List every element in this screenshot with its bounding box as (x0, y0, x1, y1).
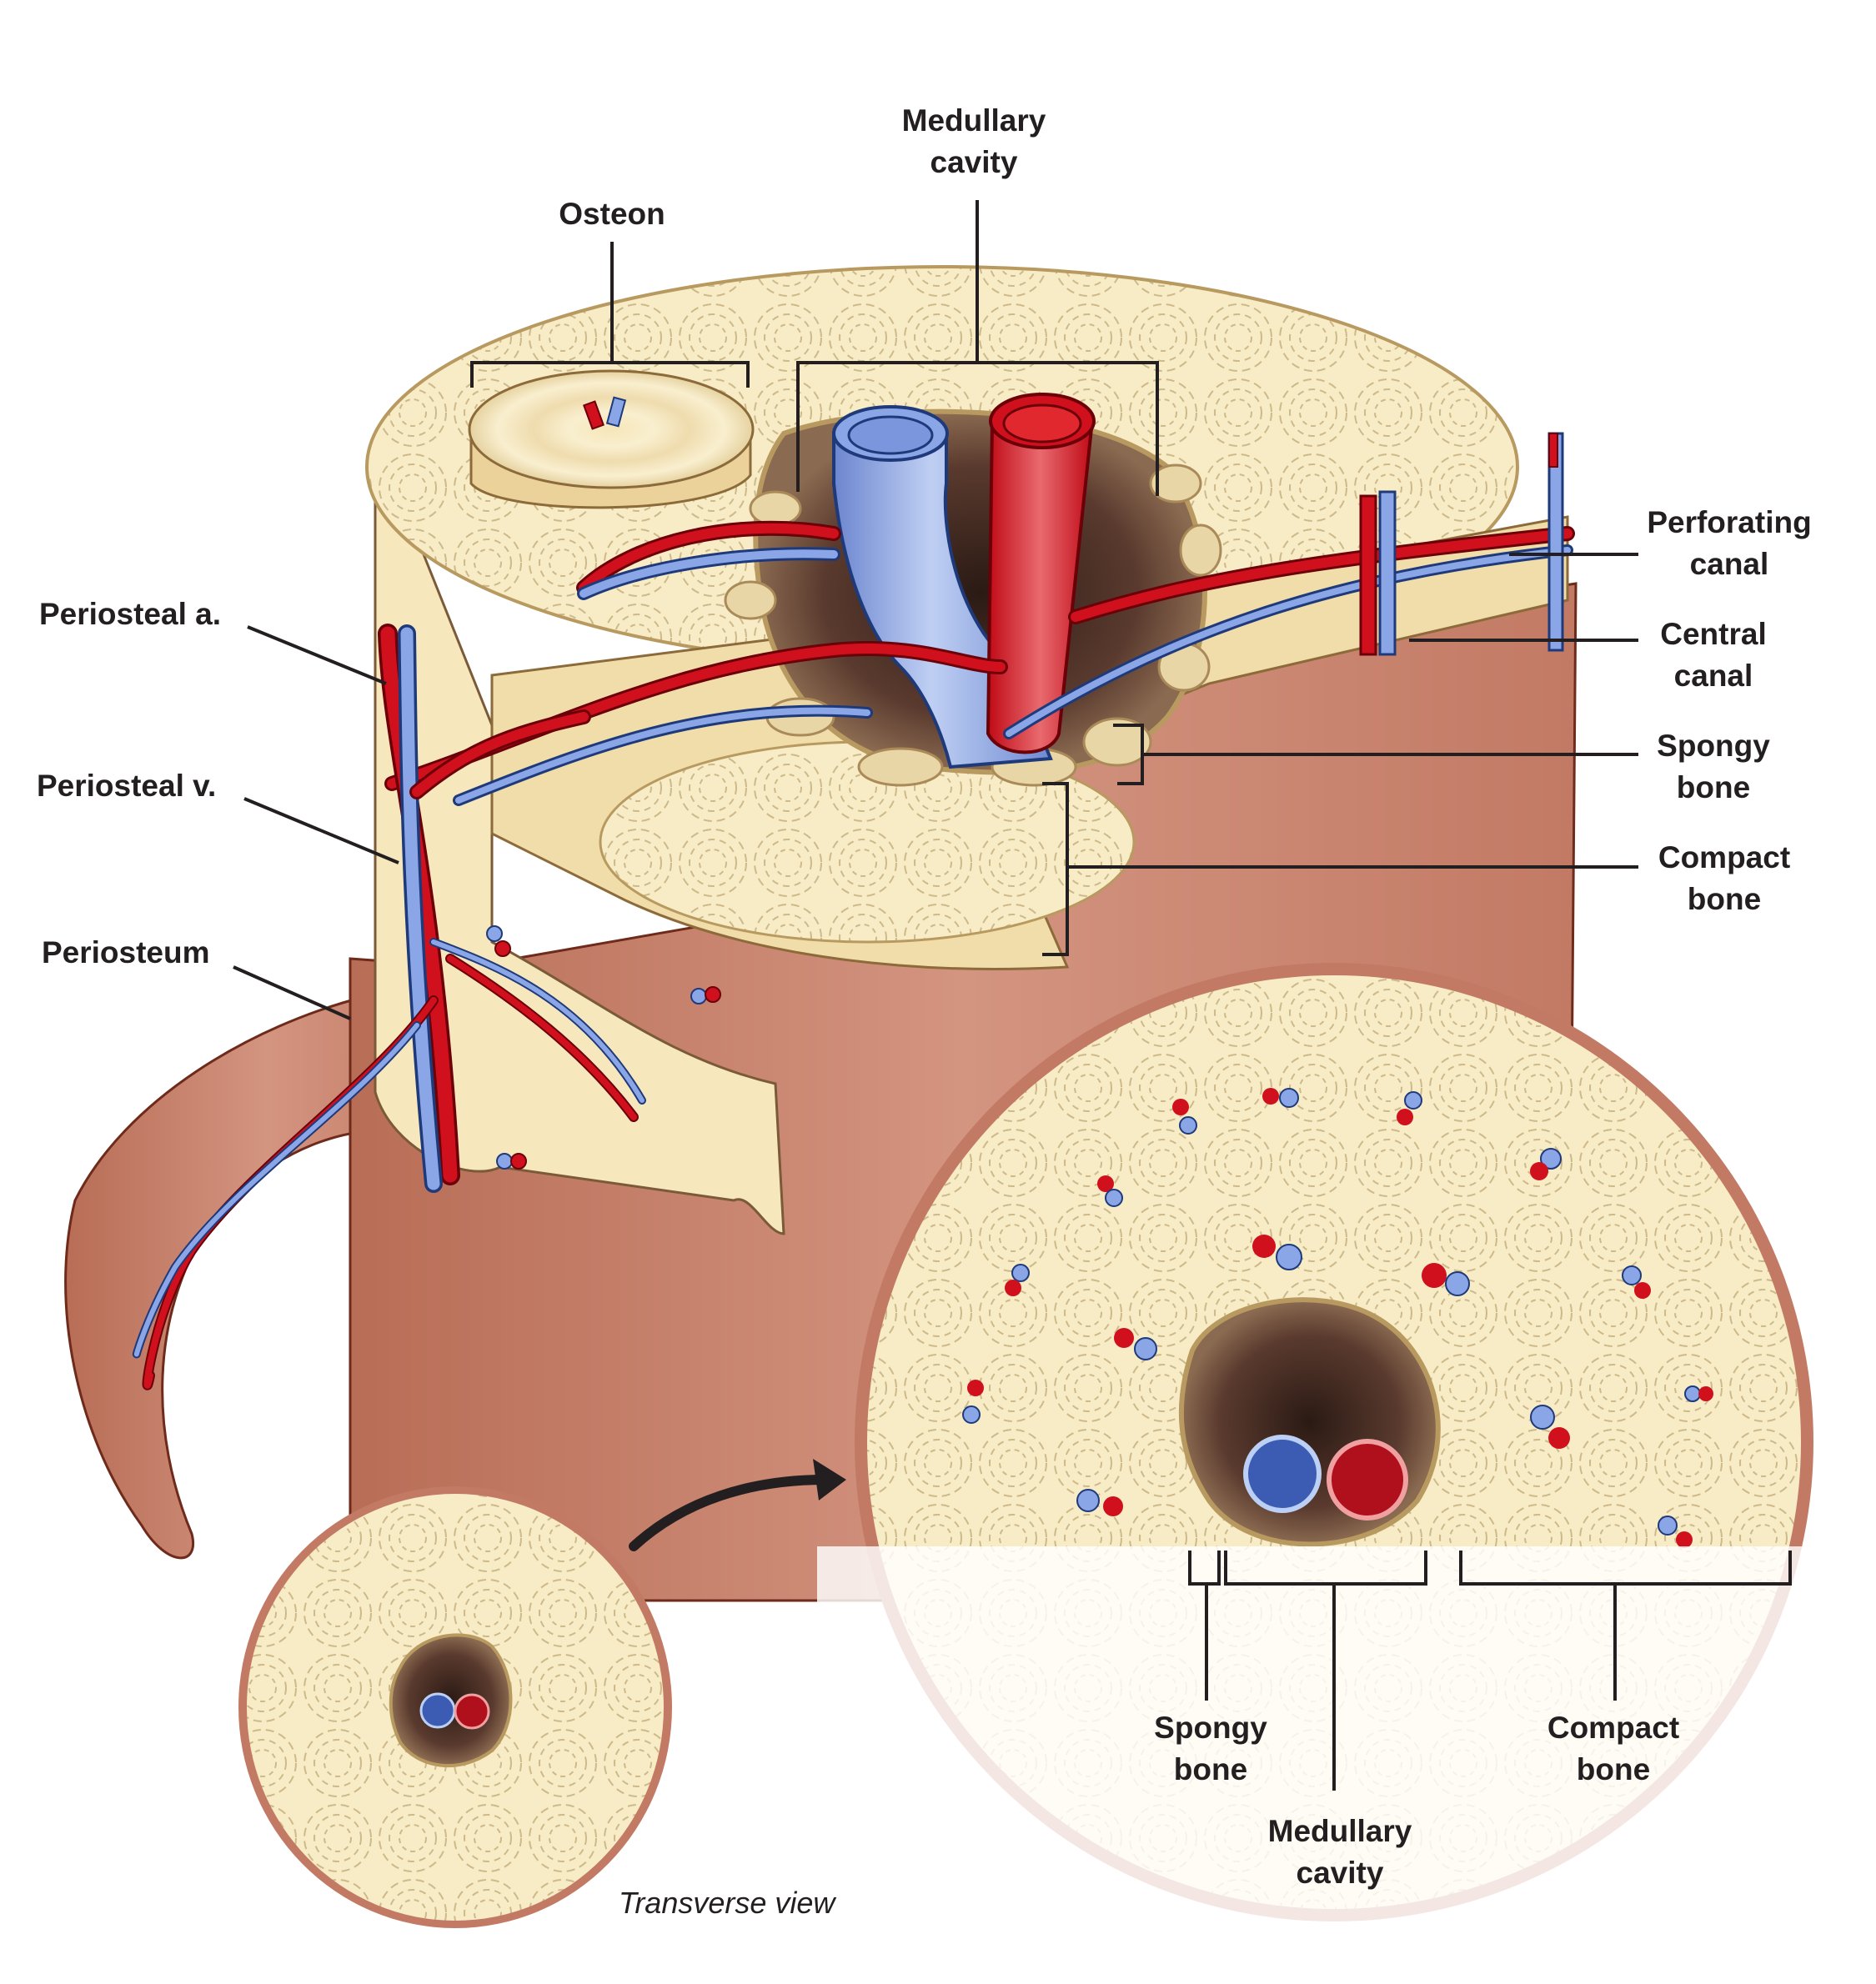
label-osteon: Osteon (559, 193, 665, 235)
central-canal-vessels (1359, 432, 1564, 656)
leader-lines (233, 200, 1792, 1791)
label-line: bone (1173, 1752, 1248, 1786)
label-line: Medullary (1267, 1814, 1412, 1848)
label-line: canal (1673, 659, 1753, 693)
label-spongy-bone-right: Spongy bone (1657, 725, 1770, 809)
label-line: bone (1576, 1752, 1651, 1786)
label-line: cavity (1296, 1856, 1384, 1890)
label-compact-bone-bottom: Compact bone (1547, 1707, 1679, 1791)
label-line: Compact (1547, 1711, 1680, 1745)
transverse-section-large (817, 963, 1876, 1984)
label-periosteal-artery: Periosteal a. (39, 594, 221, 635)
label-periosteal-vein: Periosteal v. (37, 765, 216, 807)
section-fade-overlay (817, 1546, 1876, 1984)
spongy-bone-rim (724, 463, 1222, 787)
label-line: Medullary (901, 103, 1046, 138)
perforating-openings (486, 925, 721, 1170)
label-line: Spongy (1657, 729, 1770, 763)
label-line: cavity (930, 145, 1018, 179)
label-compact-bone-right: Compact bone (1658, 837, 1790, 920)
label-medullary-cavity-bottom: Medullary cavity (1268, 1811, 1412, 1894)
label-line: Osteon (559, 197, 665, 231)
label-line: Periosteal v. (37, 769, 217, 803)
label-line: Central (1660, 617, 1767, 651)
label-perforating-canal: Perforating canal (1647, 502, 1811, 585)
label-medullary-cavity-top: Medullary cavity (902, 100, 1046, 183)
label-periosteum: Periosteum (42, 932, 210, 974)
medullary-artery (986, 419, 1095, 754)
label-line: Perforating (1647, 505, 1812, 539)
large-section-osteons (962, 1088, 1713, 1548)
label-line: bone (1676, 770, 1751, 804)
label-line: canal (1689, 547, 1769, 581)
label-line: Periosteum (42, 935, 210, 969)
arrow-head-icon (813, 1459, 846, 1501)
label-line: Spongy (1154, 1711, 1267, 1745)
transverse-section-small (238, 1486, 672, 1928)
label-line: Compact (1658, 840, 1791, 874)
caption-transverse-view: Transverse view (619, 1886, 835, 1920)
label-central-canal: Central canal (1660, 614, 1766, 697)
label-line: Periosteal a. (39, 597, 222, 631)
raised-osteon (468, 369, 755, 509)
transition-arrow (629, 1475, 830, 1551)
periosteal-vessels (132, 624, 646, 1390)
label-line: bone (1687, 882, 1762, 916)
label-spongy-bone-bottom: Spongy bone (1154, 1707, 1267, 1791)
